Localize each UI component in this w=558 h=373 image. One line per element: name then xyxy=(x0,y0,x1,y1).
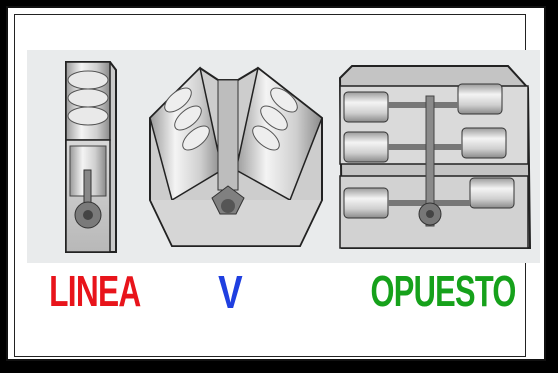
v-engine-label: V xyxy=(206,262,254,322)
inline-engine-label: LINEA xyxy=(49,262,127,322)
inline-engine-diagram xyxy=(66,62,116,252)
v-engine-diagram xyxy=(150,68,322,246)
opposed-engine-label: OPUESTO xyxy=(371,262,490,322)
opposed-engine-diagram xyxy=(340,66,530,248)
